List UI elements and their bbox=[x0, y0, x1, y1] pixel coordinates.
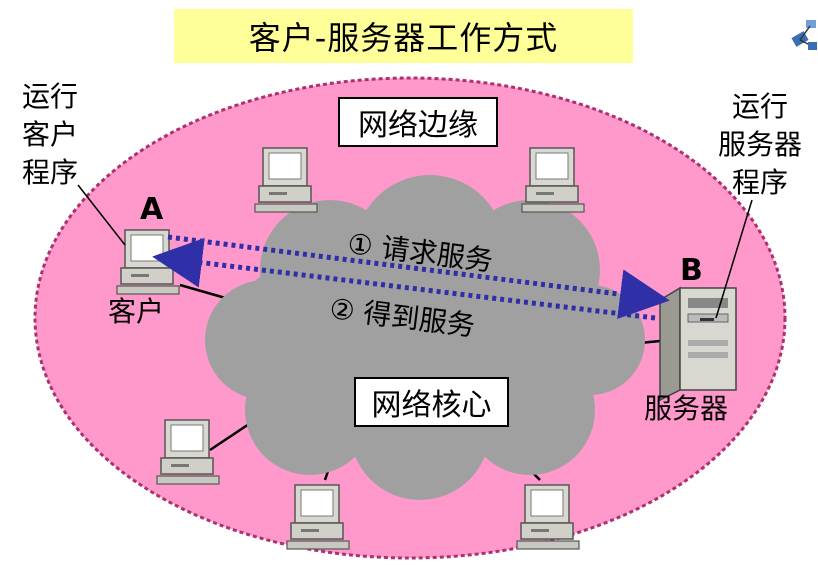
request-arrow bbox=[167, 234, 670, 320]
server-letter: B bbox=[680, 253, 703, 288]
network-edge-label: 网络边缘 bbox=[338, 97, 498, 147]
network-icon bbox=[791, 20, 817, 50]
host-computer-bottom-mid bbox=[286, 484, 350, 550]
server-run-label-line: 服务器 bbox=[717, 128, 802, 161]
client-run-label-line: 程序 bbox=[22, 156, 79, 189]
server-run-label: 运行 服务器 程序 bbox=[712, 88, 808, 202]
server-pointer-line bbox=[715, 199, 753, 319]
client-run-label-line: 运行 bbox=[22, 80, 79, 113]
server-name: 服务器 bbox=[644, 392, 729, 425]
client-pointer-line bbox=[77, 184, 126, 246]
server-run-label-line: 程序 bbox=[731, 166, 788, 199]
server-run-label-line: 运行 bbox=[731, 90, 788, 123]
client-name: 客户 bbox=[108, 295, 165, 328]
client-run-label-line: 客户 bbox=[22, 118, 79, 151]
response-arrow bbox=[152, 237, 656, 321]
client-run-label: 运行 客户 程序 bbox=[22, 78, 78, 192]
server-computer bbox=[659, 286, 737, 402]
host-computer-top-left bbox=[254, 147, 318, 213]
host-computer-top-right bbox=[521, 147, 585, 213]
host-computer-bottom-right bbox=[516, 484, 580, 550]
client-letter: A bbox=[140, 192, 164, 227]
host-computer-bottom-left bbox=[156, 419, 220, 485]
page-title: 客户-服务器工作方式 bbox=[174, 9, 633, 63]
network-core-label: 网络核心 bbox=[354, 377, 509, 427]
